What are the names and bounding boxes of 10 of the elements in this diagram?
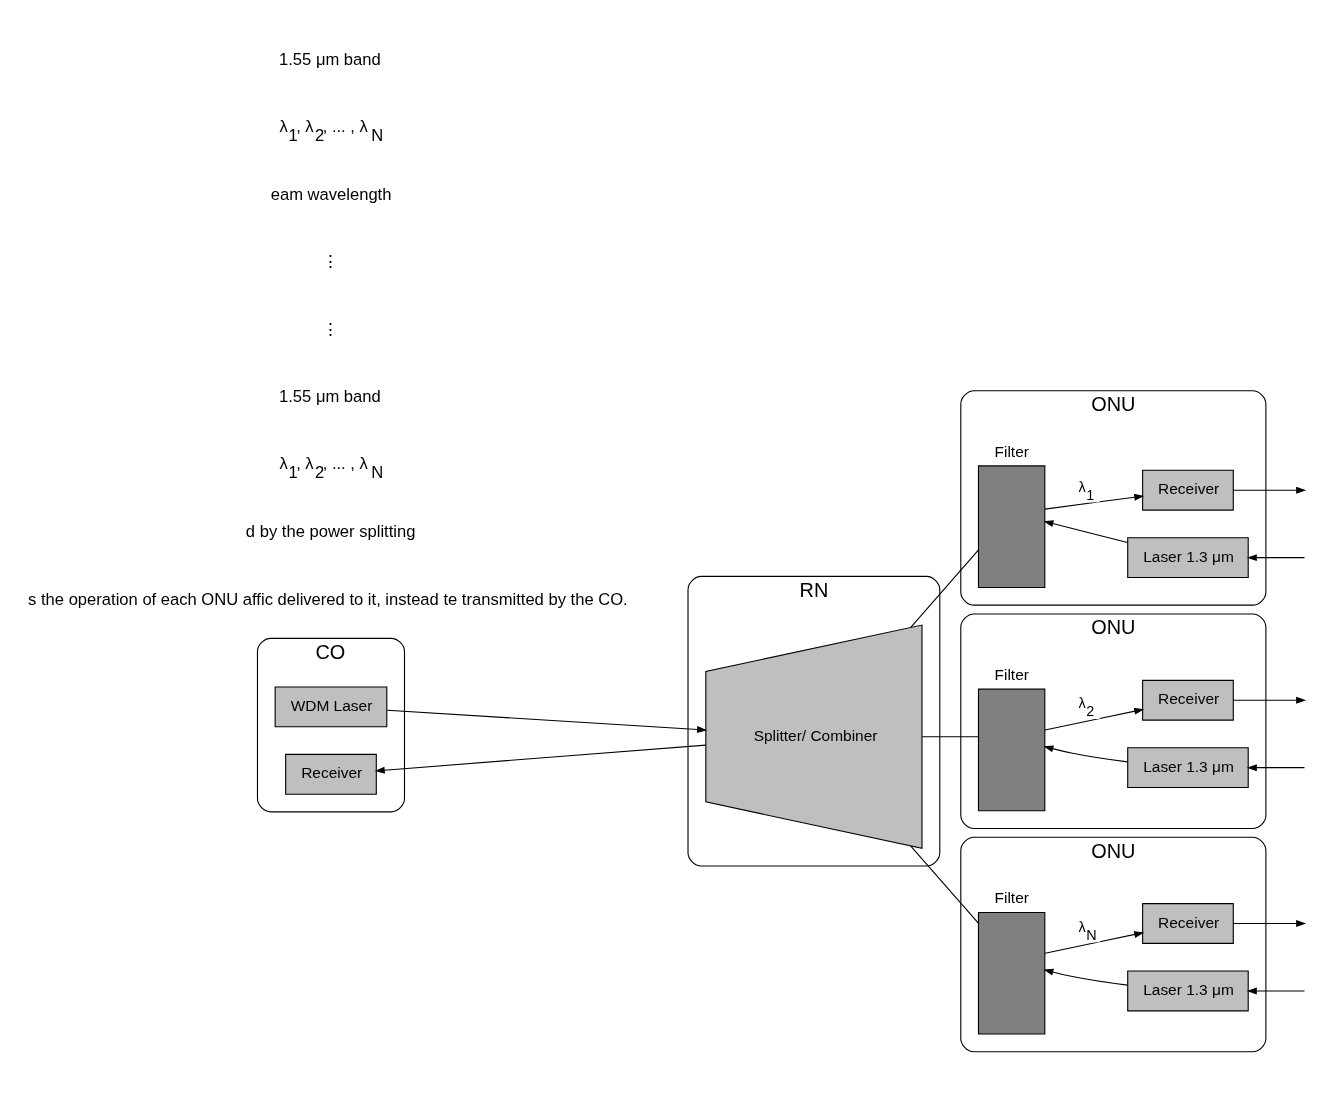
label: 1.55 μm band [279, 387, 381, 407]
node-label: Filter [994, 666, 1029, 683]
node-label: Filter [994, 889, 1029, 907]
label: d by the power splitting [245, 522, 416, 542]
label: ⋮ [322, 252, 340, 272]
label: ⋮ [322, 319, 340, 339]
node-label: Filter [994, 442, 1029, 460]
label: s the operation of each ONU affic delivered to it, instead te transmitted by the CO. [28, 589, 628, 609]
label: 1.55 μm band [279, 50, 381, 70]
label: eam wavelength [270, 185, 392, 205]
